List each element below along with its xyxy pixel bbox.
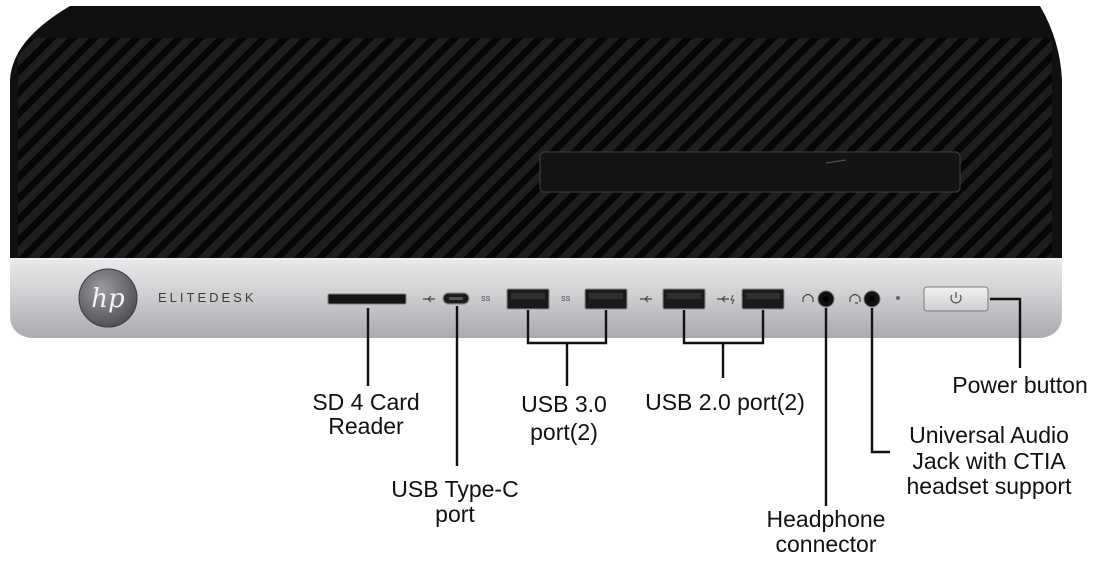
svg-text:headset support: headset support — [907, 473, 1073, 499]
headphone-icon — [802, 293, 814, 302]
superspeed-icon: SS — [561, 296, 571, 303]
callout-sd-card-reader: SD 4 Card Reader — [312, 389, 419, 439]
ventilation-grille — [18, 38, 1052, 260]
superspeed-icon: SS — [481, 296, 491, 303]
usb-charging-icon — [717, 294, 735, 305]
svg-text:Headphone: Headphone — [767, 506, 886, 532]
power-button[interactable] — [923, 286, 989, 312]
front-panel: hp ELITEDESK SS SS — [10, 258, 1062, 338]
model-name: ELITEDESK — [158, 290, 257, 305]
usb2-port-1[interactable] — [662, 288, 706, 310]
callout-usb-type-c: USB Type-C port — [391, 476, 518, 527]
headset-icon — [849, 293, 861, 304]
usb3-port-1[interactable] — [506, 288, 550, 310]
svg-text:USB 2.0 port(2): USB 2.0 port(2) — [645, 389, 805, 415]
usb3-port-2[interactable] — [584, 288, 628, 310]
svg-text:SS: SS — [481, 296, 491, 303]
svg-text:port: port — [435, 501, 475, 527]
svg-text:connector: connector — [775, 531, 876, 557]
callout-usb2: USB 2.0 port(2) — [645, 389, 805, 415]
power-icon — [950, 292, 962, 304]
callout-audio-jack: Universal Audio Jack with CTIA headset s… — [907, 422, 1073, 499]
callout-usb3: USB 3.0 port(2) — [521, 391, 607, 445]
sd-card-slot[interactable] — [327, 293, 407, 305]
svg-text:SS: SS — [561, 296, 571, 303]
usb-icon — [423, 295, 435, 303]
svg-text:Universal Audio: Universal Audio — [909, 422, 1069, 448]
callout-lines — [366, 297, 1022, 506]
svg-text:SD 4 Card: SD 4 Card — [312, 389, 419, 415]
callout-power-button: Power button — [952, 372, 1088, 398]
headphone-jack[interactable] — [817, 290, 835, 308]
optical-drive-slot — [539, 151, 961, 193]
svg-text:USB 3.0: USB 3.0 — [521, 391, 607, 417]
chassis — [10, 6, 1062, 262]
drive-activity-led — [896, 296, 900, 300]
callout-headphone: Headphone connector — [767, 506, 886, 557]
usb-icon — [640, 295, 652, 303]
svg-text:hp: hp — [91, 284, 125, 314]
usb2-port-2[interactable] — [741, 288, 785, 310]
svg-text:Reader: Reader — [328, 413, 404, 439]
svg-text:USB Type-C: USB Type-C — [391, 476, 518, 502]
hp-logo: hp — [78, 268, 138, 328]
svg-text:Power button: Power button — [952, 372, 1088, 398]
audio-jack[interactable] — [863, 290, 881, 308]
svg-text:port(2): port(2) — [530, 419, 598, 445]
svg-text:Jack with CTIA: Jack with CTIA — [912, 448, 1066, 474]
